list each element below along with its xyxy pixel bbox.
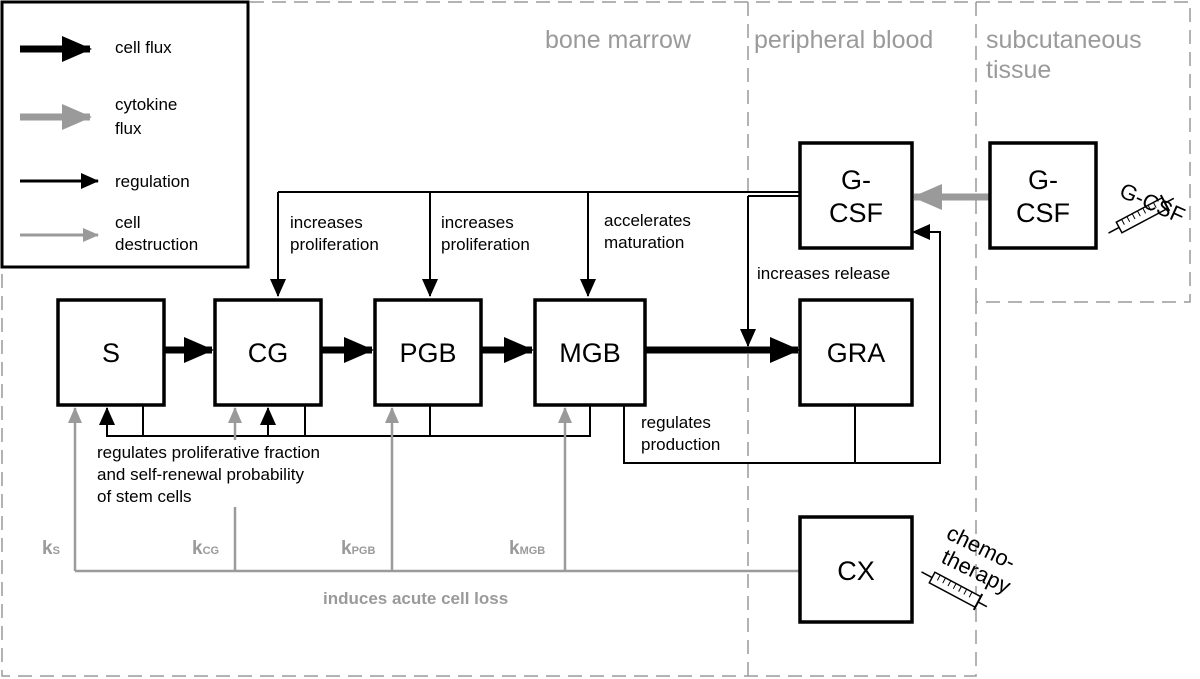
box-label-pgb: PGB — [399, 338, 456, 368]
rate-kmgb: kMGB — [509, 538, 545, 559]
annotation-stem-1: regulates proliferative fraction — [97, 443, 320, 462]
gcsf-syringe-icon — [1108, 194, 1175, 234]
legend: cell flux cytokine flux regulation cell … — [0, 0, 250, 269]
box-label-gcsf-sub-2: CSF — [1016, 198, 1070, 228]
box-cg — [213, 298, 323, 407]
annotation-mgb-2: maturation — [604, 233, 684, 252]
annotation-cg-1: increases — [290, 213, 363, 232]
legend-cell-flux-label: cell flux — [115, 38, 172, 57]
zone-label-bone-marrow: bone marrow — [545, 26, 692, 54]
zone-label-subcutaneous: subcutaneous — [986, 26, 1142, 54]
rate-ks: kS — [42, 538, 60, 559]
legend-destruction-label-2: destruction — [115, 235, 198, 254]
annotation-pgb-1: increases — [441, 213, 514, 232]
gcsf-regulation-lines — [270, 191, 799, 347]
annotation-cg-2: proliferation — [290, 235, 379, 254]
legend-cytokine-label-2: flux — [115, 119, 142, 138]
annotation-pgb-2: proliferation — [441, 235, 530, 254]
rate-kpgb: kPGB — [341, 538, 375, 559]
box-label-s: S — [102, 338, 120, 368]
box-label-gcsf-blood-1: G- — [841, 165, 871, 195]
box-cx — [798, 515, 914, 624]
box-gra — [798, 298, 914, 407]
compartment-boxes — [56, 141, 1098, 624]
rate-labels: kS kCG kPGB kMGB — [42, 538, 545, 559]
annotation-stem-3: of stem cells — [97, 487, 191, 506]
box-label-cg: CG — [248, 338, 289, 368]
rate-kcg: kCG — [192, 538, 219, 559]
annotation-stem-2: and self-renewal probability — [97, 465, 304, 484]
legend-regulation-label: regulation — [115, 172, 190, 191]
annotation-production-2: production — [641, 435, 720, 454]
annotation-production-1: regulates — [641, 413, 711, 432]
annotation-acute-loss: induces acute cell loss — [323, 589, 508, 608]
box-s — [56, 298, 166, 407]
box-gcsf-blood — [798, 141, 914, 250]
box-label-mgb: MGB — [559, 338, 621, 368]
zone-label-peripheral-blood: peripheral blood — [754, 26, 933, 54]
legend-destruction-label-1: cell — [115, 213, 141, 232]
zone-label-tissue: tissue — [986, 56, 1051, 84]
box-label-gcsf-sub-1: G- — [1028, 165, 1058, 195]
box-mgb — [533, 298, 647, 407]
box-label-gcsf-blood-2: CSF — [829, 198, 883, 228]
box-gcsf-subcutaneous — [988, 141, 1098, 250]
box-pgb — [373, 298, 483, 407]
legend-cytokine-label-1: cytokine — [115, 95, 177, 114]
box-label-gra: GRA — [827, 338, 886, 368]
box-label-cx: CX — [837, 556, 875, 586]
annotation-mgb-1: accelerates — [604, 211, 691, 230]
destruction-lines — [68, 407, 799, 573]
stem-annotation-bg — [92, 441, 377, 507]
stem-regulation-lines — [99, 406, 591, 437]
production-feedback-lines — [623, 224, 941, 464]
annotation-release: increases release — [757, 264, 890, 283]
chemo-syringe-icon — [921, 571, 988, 611]
